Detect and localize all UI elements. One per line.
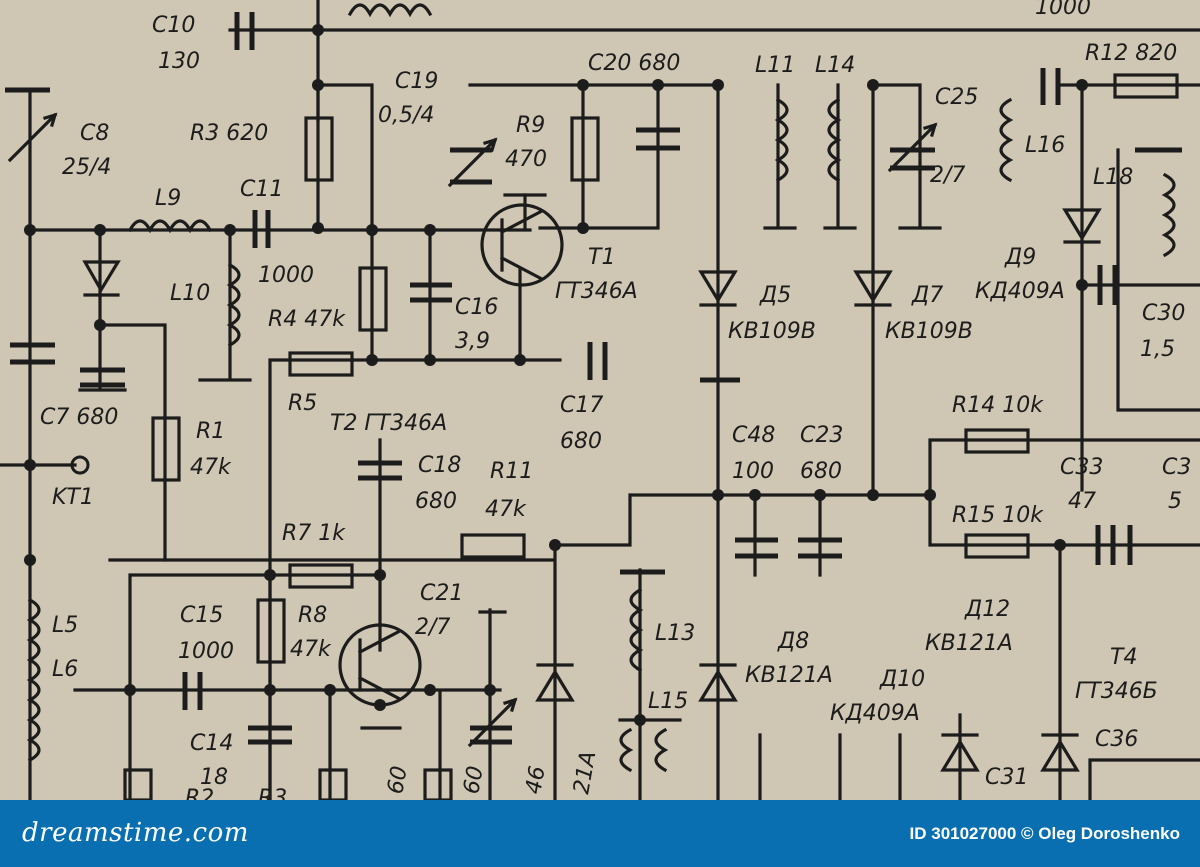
paper-background — [0, 0, 1200, 800]
label-c16-value: 3,9 — [455, 329, 490, 354]
label-t2: T2 ГТ346А — [330, 411, 447, 436]
diodes — [82, 208, 1102, 772]
circuit-schematic: C10 130 1000 C8 25/4 R3 620 C19 0,5/4 C2… — [0, 0, 1200, 800]
label-c19-name: C19 — [395, 69, 438, 94]
label-c11-value: 1000 — [258, 263, 314, 288]
label-b46: 46 — [521, 764, 550, 796]
label-d5-type: КВ109В — [728, 319, 816, 344]
label-l14: L14 — [815, 53, 855, 78]
label-r8-value: 47k — [290, 637, 332, 662]
footer-brand: dreamstime.com — [22, 818, 249, 848]
label-c7: C7 680 — [40, 405, 118, 430]
label-c3x-name: C3 — [1162, 455, 1191, 480]
label-d10-type: КД409А — [830, 701, 920, 726]
label-d9-type: КД409А — [975, 279, 1065, 304]
label-r1-value: 47k — [190, 455, 232, 480]
label-c25-value: 2/7 — [930, 163, 965, 188]
label-d5-name: Д5 — [759, 283, 791, 308]
label-c21-value: 2/7 — [415, 615, 450, 640]
label-t1-type: ГТ346А — [555, 279, 638, 304]
label-l16: L16 — [1025, 133, 1065, 158]
label-d9-name: Д9 — [1004, 245, 1036, 270]
label-c14-value: 18 — [200, 765, 228, 790]
label-l9: L9 — [155, 186, 181, 211]
label-r11-value: 47k — [485, 497, 527, 522]
label-c11-name: C11 — [240, 177, 283, 202]
label-b60a: 60 — [383, 764, 412, 796]
label-r4: R4 47k — [268, 307, 346, 332]
label-r14: R14 10k — [952, 393, 1044, 418]
label-d10-name: Д10 — [879, 667, 925, 692]
label-c10-name: C10 — [152, 13, 195, 38]
label-r2: R2 — [185, 786, 214, 800]
label-c23-name: C23 — [800, 423, 843, 448]
junction-dots — [24, 24, 1088, 726]
label-c33-value: 47 — [1068, 489, 1096, 514]
label-r7: R7 1k — [282, 521, 346, 546]
label-c31: C31 — [985, 765, 1028, 790]
label-d7-type: КВ109В — [885, 319, 973, 344]
label-c14-name: C14 — [190, 731, 233, 756]
label-kt1: KT1 — [52, 485, 94, 510]
label-l18: L18 — [1093, 165, 1133, 190]
label-r15: R15 10k — [952, 503, 1044, 528]
label-d12-name: Д12 — [964, 597, 1010, 622]
label-r5: R5 — [288, 391, 317, 416]
label-c30-name: C30 — [1142, 301, 1185, 326]
label-b60b: 60 — [459, 764, 488, 796]
label-d12-type: КВ121А — [925, 631, 1013, 656]
label-c48-value: 100 — [732, 459, 774, 484]
trimmer-arrows — [7, 112, 938, 748]
label-c21-name: C21 — [420, 581, 463, 606]
label-c20: C20 680 — [588, 51, 680, 76]
label-r3: R3 620 — [190, 121, 268, 146]
label-t4-name: T4 — [1110, 645, 1137, 670]
label-d8-type: КВ121А — [745, 663, 833, 688]
label-top-value: 1000 — [1035, 0, 1091, 20]
label-c8-name: C8 — [80, 121, 109, 146]
label-d8-name: Д8 — [777, 629, 809, 654]
label-l15: L15 — [648, 689, 688, 714]
label-d7-name: Д7 — [911, 283, 943, 308]
label-c48-name: C48 — [732, 423, 775, 448]
label-c17-name: C17 — [560, 393, 603, 418]
label-t1-name: T1 — [588, 245, 615, 270]
label-l11: L11 — [755, 53, 795, 78]
label-l13: L13 — [655, 621, 695, 646]
label-t4-type: ГТ346Б — [1075, 679, 1158, 704]
label-r8-name: R8 — [298, 603, 327, 628]
label-r3-bottom: R3 — [258, 786, 287, 800]
label-r11-name: R11 — [490, 459, 533, 484]
label-c15-value: 1000 — [178, 639, 234, 664]
component-labels: C10 130 1000 C8 25/4 R3 620 C19 0,5/4 C2… — [40, 0, 1191, 800]
label-r9-name: R9 — [516, 113, 545, 138]
label-c15-name: C15 — [180, 603, 223, 628]
label-c10-value: 130 — [158, 49, 200, 74]
inductors — [5, 3, 1182, 773]
footer-credit: ID 301027000 © Oleg Doroshenko — [909, 824, 1180, 843]
label-c36: C36 — [1095, 727, 1138, 752]
label-r1-name: R1 — [196, 419, 225, 444]
label-c33-name: C33 — [1060, 455, 1103, 480]
capacitors — [10, 12, 1133, 745]
label-c30-value: 1,5 — [1140, 337, 1175, 362]
label-r9-value: 470 — [505, 147, 547, 172]
label-c17-value: 680 — [560, 429, 602, 454]
resistors — [123, 73, 1179, 800]
label-c18-value: 680 — [415, 489, 457, 514]
label-l10: L10 — [170, 281, 210, 306]
label-c23-value: 680 — [800, 459, 842, 484]
test-point-kt1 — [70, 455, 90, 475]
label-c8-value: 25/4 — [62, 155, 111, 180]
label-l5: L5 — [52, 613, 78, 638]
watermark-footer: dreamstime.com ID 301027000 © Oleg Doros… — [0, 800, 1200, 867]
label-c18-name: C18 — [418, 453, 461, 478]
label-c19-value: 0,5/4 — [378, 103, 434, 128]
label-l6: L6 — [52, 657, 78, 682]
label-c16-name: C16 — [455, 295, 498, 320]
label-c25-name: C25 — [935, 85, 978, 110]
label-r12: R12 820 — [1085, 41, 1177, 66]
label-c3x-value: 5 — [1168, 489, 1182, 514]
